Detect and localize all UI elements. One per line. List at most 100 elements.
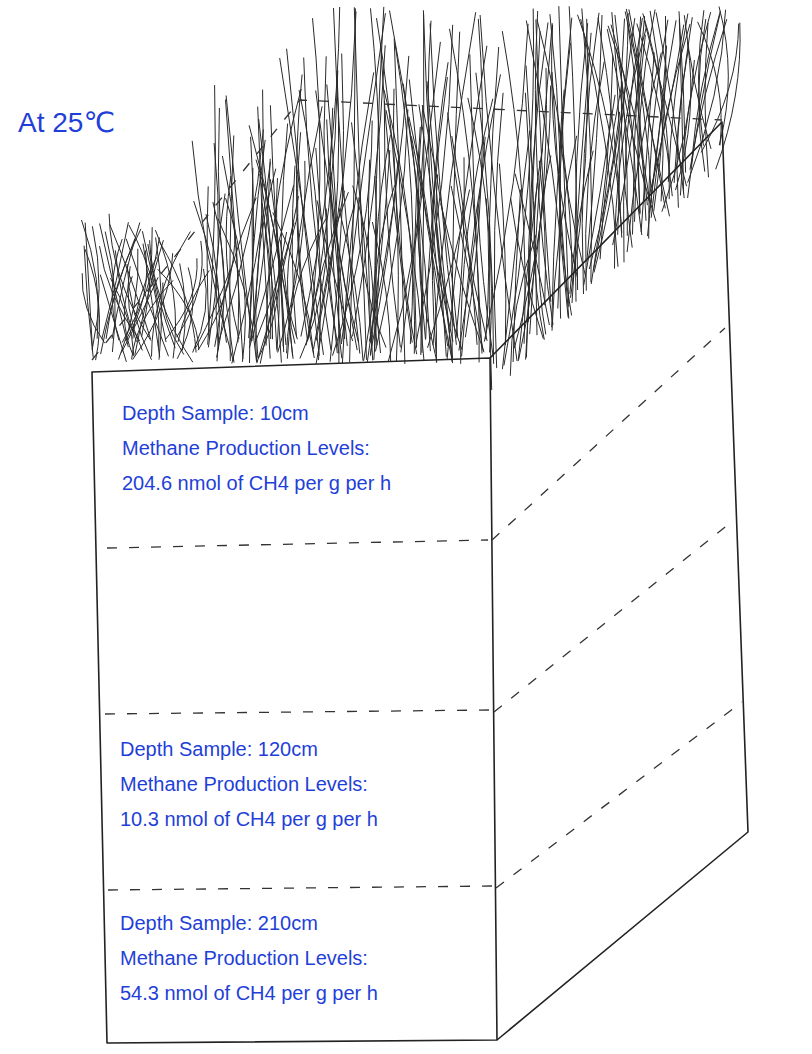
grass-blade [428,190,470,348]
grass-blade [539,161,545,306]
grass-blade [177,268,193,359]
grass-blade [502,31,525,344]
grass-blade [327,119,359,342]
grass-blade [331,172,347,346]
grass-blade [662,60,695,212]
grass-blade [249,137,254,338]
grass-blade [688,14,720,198]
grass-blade [648,25,684,201]
grass-blade [292,166,296,338]
soil-layer: Depth Sample: 210cmMethane Production Le… [106,890,494,1038]
grass-blade [643,13,670,199]
layer-text: Methane Production Levels: [120,767,482,802]
grass-blade [371,8,381,360]
layer-text: Depth Sample: 10cm [122,396,480,431]
grass-blade [513,190,520,362]
grass-blade [342,13,386,342]
grass-blade [180,264,185,351]
grass-blade [352,122,371,343]
grass-blade [218,108,234,363]
grass-blade [638,35,646,214]
grass-blade [615,15,628,236]
grass-blade [82,220,99,339]
grass-blade [230,136,234,362]
grass-blade [306,70,338,345]
grass-blade [177,241,203,337]
grass-blade [680,12,710,195]
grass-blade [219,129,264,341]
layer-text: 204.6 nmol of CH4 per g per h [122,466,480,501]
grass-blade [142,227,153,336]
layer-text: Depth Sample: 120cm [120,732,482,767]
grass-blade [514,86,550,349]
grass-blade [142,231,166,342]
grass-blade [132,280,174,359]
grass-blade [499,164,505,345]
grass-blade [535,11,553,325]
layer-text: Methane Production Levels: [122,431,480,466]
layer-boundary [105,710,490,714]
grass-blade [569,6,577,290]
grass-blade [112,223,140,339]
grass-blade [502,130,529,369]
grass-blade [194,201,227,343]
grass-blade [124,276,133,355]
grass-blade [688,10,726,183]
grass-blade [584,95,615,285]
grass-blade [296,75,307,342]
grass-blade [287,106,322,358]
grass-blade [462,74,501,356]
grass [82,6,741,390]
side-face [490,122,748,1040]
grass-blade [559,6,569,307]
grass-blade [258,107,271,359]
grass-blade [101,239,135,355]
grass-blade [192,141,233,361]
grass-blade [85,249,100,360]
layer-boundary [108,886,494,890]
grass-blade [121,277,158,352]
layer-boundary [496,702,742,888]
grass-blade [558,118,586,277]
grass-blade [82,273,105,343]
grass-blade [690,19,727,170]
top-face-edge [92,100,722,360]
grass-blade [571,19,588,298]
grass-blade [418,105,425,340]
grass-blade [232,162,271,364]
layer-boundary [492,328,725,540]
temperature-label: At 25℃ [18,106,115,140]
grass-blade [316,12,356,341]
layer-boundary [494,520,734,712]
grass-blade [133,253,173,359]
front-face [92,358,497,1043]
grass-blade [589,112,619,269]
grass-blade [226,198,246,362]
grass-blade [484,24,528,342]
grass-blade [448,113,487,341]
grass-blade [486,198,489,339]
grass-blade [126,239,168,356]
grass-blade [354,7,366,360]
grass-blade [150,240,193,362]
grass-blade [266,89,301,346]
layer-text: 10.3 nmol of CH4 per g per h [120,802,482,837]
layer-boundary [107,540,488,548]
grass-blade [409,80,452,364]
grass-blade [178,270,209,342]
grass-blade [260,174,282,363]
grass-blade [450,29,480,363]
grass-blade [468,98,492,353]
grass-blade [552,136,577,331]
grass-blade [208,143,218,347]
layer-text: Depth Sample: 210cm [120,906,488,941]
grass-blade [456,157,464,338]
layer-text: Methane Production Levels: [120,941,488,976]
soil-layer: Depth Sample: 120cmMethane Production Le… [106,714,488,888]
grass-blade [650,11,663,202]
grass-blade [612,12,620,235]
grass-blade [342,72,373,363]
